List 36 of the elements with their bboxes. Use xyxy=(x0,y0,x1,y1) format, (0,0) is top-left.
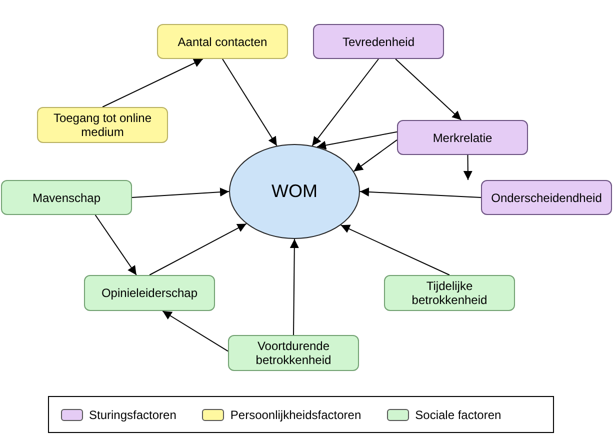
node-label: Toegang tot online medium xyxy=(52,111,153,139)
node-label: Aantal contacten xyxy=(176,34,268,48)
arrow xyxy=(340,224,450,276)
arrow xyxy=(222,58,278,146)
arrow xyxy=(312,58,379,146)
node-label: Merkrelatie xyxy=(432,130,494,144)
arrow xyxy=(94,214,137,276)
arrow xyxy=(102,58,204,108)
arrow xyxy=(463,154,472,180)
factor-box xyxy=(481,180,612,215)
arrow xyxy=(316,131,398,150)
arrow xyxy=(395,58,462,120)
arrow xyxy=(162,310,228,352)
legend-label: Sturingsfactoren xyxy=(89,406,176,424)
arrow xyxy=(149,223,247,276)
factor-box xyxy=(228,335,359,371)
node-label: WOM xyxy=(270,180,318,203)
node-label: Tevredenheid xyxy=(341,34,416,48)
factor-box xyxy=(313,24,444,59)
factor-box xyxy=(157,24,288,59)
arrow xyxy=(353,139,398,172)
factor-box xyxy=(1,180,132,215)
node-label: Onderscheidendheid xyxy=(490,190,603,204)
arrow xyxy=(360,187,482,198)
arrow xyxy=(132,188,230,198)
factor-box xyxy=(37,107,168,143)
node-label: Voortdurende betrokkenheid xyxy=(254,339,332,367)
node-label: Opinieleiderschap xyxy=(100,286,199,300)
node-label: Tijdelijke betrokkenheid xyxy=(410,279,488,307)
arrow xyxy=(290,238,299,336)
factor-box xyxy=(384,275,515,311)
factor-box xyxy=(397,120,528,155)
node-label: Mavenschap xyxy=(31,190,102,204)
legend-label: Sociale factoren xyxy=(415,406,502,424)
legend-label: Persoonlijkheidsfactoren xyxy=(230,406,362,424)
factor-box xyxy=(84,275,215,311)
